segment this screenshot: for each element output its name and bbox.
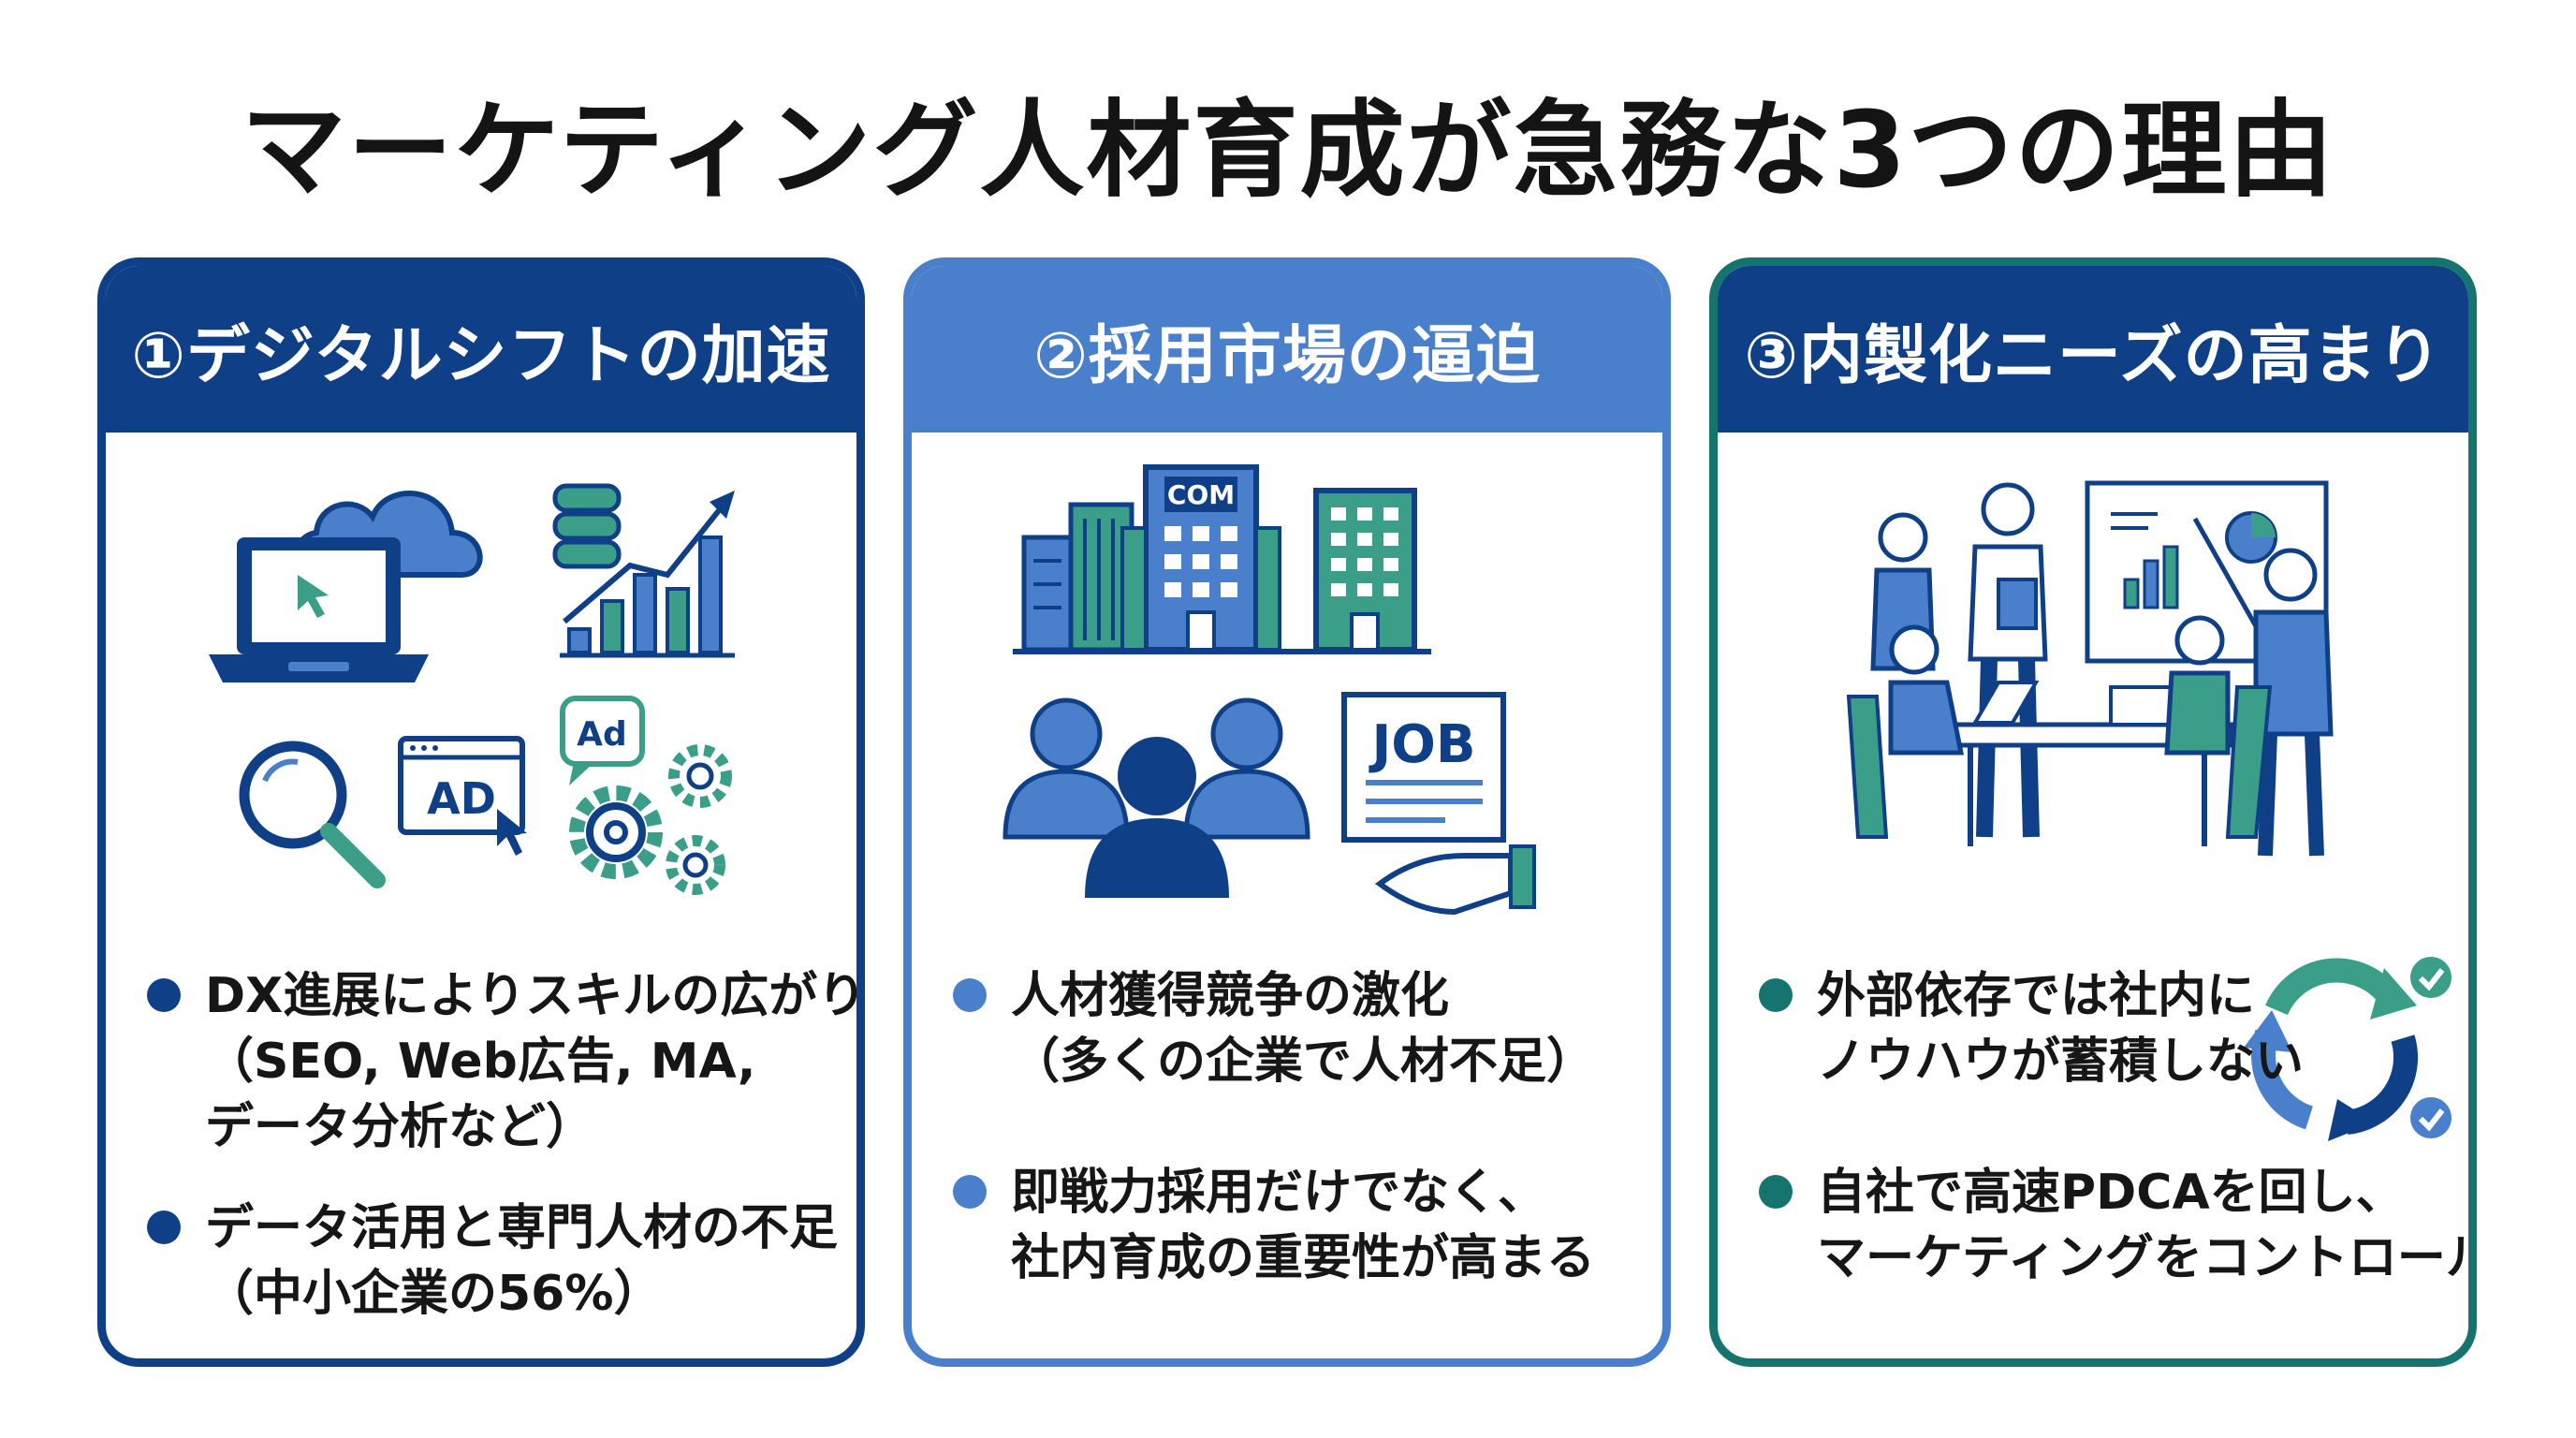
- bullet-text: ノウハウが蓄積しない: [1817, 1034, 2305, 1090]
- bullet-dot: [1759, 1175, 1793, 1209]
- bullet-dot: [147, 978, 181, 1012]
- reason-bullets: DX進展によりスキルの広がり （SEO, Web広告, MA, データ分析など）…: [147, 963, 865, 1358]
- ad-bubble-label: Ad: [577, 715, 627, 754]
- bullet-text: （中小企業の56%）: [205, 1266, 663, 1322]
- job-offer-icon: JOB: [1341, 692, 1536, 916]
- database-icon: [552, 483, 622, 569]
- bullet-text: 外部依存では社内に: [1817, 968, 2256, 1024]
- insourcing-illustration: [1846, 480, 2334, 857]
- bullet-item: 自社で高速PDCAを回し、 マーケティングをコントロール: [1759, 1160, 2477, 1291]
- bullet-dot: [147, 1211, 181, 1244]
- card-header: ①デジタルシフトの加速: [106, 266, 856, 433]
- bullet-text: DX進展によりスキルの広がり: [205, 968, 865, 1024]
- check-icon: [2410, 957, 2452, 998]
- reason-card-insourcing: ③内製化ニーズの高まり: [1709, 257, 2477, 1367]
- reason-bullets: 人材獲得競争の激化 （多くの企業で人材不足） 即戦力採用だけでなく、 社内育成の…: [953, 963, 1646, 1327]
- bullet-text: 人材獲得競争の激化: [1011, 968, 1450, 1024]
- hiring-market-illustration: COM JOB: [1003, 464, 1536, 916]
- bullet-item: 人材獲得競争の激化 （多くの企業で人材不足）: [953, 963, 1646, 1094]
- bullet-text: 社内育成の重要性が高まる: [1011, 1230, 1596, 1286]
- bullet-item: 外部依存では社内に ノウハウが蓄積しない: [1759, 963, 2452, 1094]
- bullet-text: 即戦力採用だけでなく、: [1011, 1165, 1547, 1221]
- bullet-text: 自社で高速PDCAを回し、: [1817, 1165, 2405, 1221]
- bullet-dot: [953, 1175, 987, 1209]
- page-title: マーケティング人材育成が急務な3つの理由: [241, 90, 2335, 212]
- bullet-text: データ活用と専門人材の不足: [205, 1200, 839, 1256]
- bullet-text: （SEO, Web広告, MA,: [205, 1034, 756, 1090]
- gears-icon: [569, 744, 732, 895]
- card-header: ③内製化ニーズの高まり: [1718, 266, 2468, 433]
- team-meeting-icon: [1846, 482, 2334, 857]
- ad-window-label: AD: [427, 773, 496, 824]
- building-sign-label: COM: [1167, 479, 1235, 510]
- digital-shift-illustration: AD Ad: [209, 483, 735, 895]
- bullet-dot: [1759, 978, 1793, 1012]
- bullet-item: データ活用と専門人材の不足 （中小企業の56%）: [147, 1196, 840, 1327]
- people-group-icon: [1003, 697, 1310, 898]
- ad-speech-bubble-icon: Ad: [560, 696, 645, 785]
- bullet-text: （多くの企業で人材不足）: [1011, 1034, 1596, 1090]
- bullet-item: 即戦力採用だけでなく、 社内育成の重要性が高まる: [953, 1160, 1646, 1291]
- reason-bullets: 外部依存では社内に ノウハウが蓄積しない 自社で高速PDCAを回し、 マーケティ…: [1759, 963, 2477, 1327]
- bullet-dot: [953, 978, 987, 1012]
- reason-card-digital-shift: ①デジタルシフトの加速: [97, 257, 865, 1367]
- ad-window-icon: AD: [398, 736, 527, 856]
- cycle-arrows-icon: [2244, 957, 2452, 1141]
- bullet-text: マーケティングをコントロール: [1817, 1230, 2477, 1286]
- reason-card-hiring-market: ②採用市場の逼迫 COM: [903, 257, 1671, 1367]
- office-buildings-icon: COM: [1013, 464, 1431, 654]
- growth-chart-icon: [560, 491, 735, 658]
- job-sheet-label: JOB: [1368, 714, 1475, 775]
- check-icon: [2410, 1097, 2452, 1138]
- bullet-text: データ分析など）: [205, 1099, 595, 1155]
- search-icon: [239, 741, 386, 888]
- card-header: ②採用市場の逼迫: [912, 266, 1662, 433]
- laptop-icon: [209, 537, 429, 682]
- bullet-item: DX進展によりスキルの広がり （SEO, Web広告, MA, データ分析など）: [147, 963, 865, 1160]
